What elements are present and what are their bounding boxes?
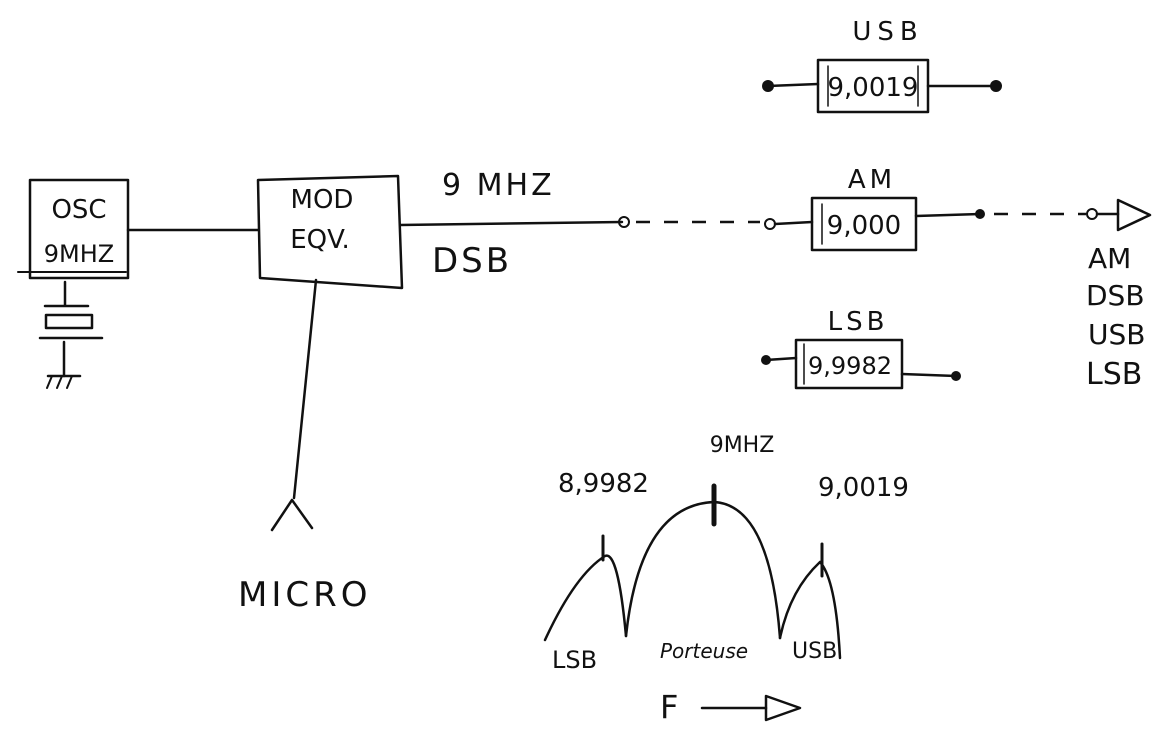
usb-filter-value: 9,0019 — [828, 73, 919, 103]
am-filter-value: 9,000 — [827, 211, 901, 241]
lsb-lobe — [543, 554, 628, 642]
frequency-arrow-icon — [764, 694, 802, 722]
am-filter: AM 9,000 — [764, 165, 1152, 252]
mod-output-mode: DSB — [432, 241, 512, 281]
output-mode-am: AM — [1088, 242, 1131, 275]
modulator-box — [256, 174, 404, 290]
lsb-filter-output-node — [951, 371, 961, 381]
lsb-filter: LSB 9,9982 — [761, 307, 961, 390]
mod-output-frequency: 9 MHZ — [442, 168, 555, 203]
lsb-filter-value: 9,9982 — [808, 352, 892, 380]
output-mode-dsb: DSB — [1086, 279, 1145, 312]
mod-output-node — [618, 216, 630, 228]
microphone-icon — [270, 498, 314, 532]
spectrum-lsb-label: LSB — [552, 646, 597, 674]
mod-output-wire — [398, 220, 624, 227]
oscillator-block: OSC 9MHZ — [28, 178, 130, 280]
modulator-sublabel: EQV. — [290, 225, 350, 255]
micro-wire — [292, 278, 318, 500]
oscillator-label: OSC — [51, 195, 106, 225]
crystal-icon — [17, 271, 127, 378]
spectrum-right-frequency: 9,0019 — [818, 473, 909, 503]
spectrum-carrier-label: Porteuse — [660, 639, 748, 663]
spectrum-left-frequency: 8,9982 — [558, 469, 649, 499]
frequency-axis-label: F — [660, 688, 678, 726]
carrier-lobe — [624, 500, 782, 640]
output-mode-lsb: LSB — [1086, 357, 1142, 392]
ground-icon — [46, 374, 82, 389]
lsb-filter-box — [794, 338, 904, 390]
modulator-label: MOD — [291, 185, 354, 215]
usb-filter-title: USB — [852, 17, 923, 47]
am-filter-input-node — [764, 218, 776, 230]
usb-filter-output-node — [990, 80, 1002, 92]
output-modes-list: AM DSB USB LSB — [1086, 242, 1145, 392]
micro-label: MICRO — [238, 575, 372, 615]
output-mode-usb: USB — [1088, 318, 1145, 351]
oscillator-frequency: 9MHZ — [44, 240, 114, 268]
lsb-filter-title: LSB — [828, 307, 889, 337]
output-arrow-icon — [1116, 198, 1152, 232]
am-filter-box — [810, 196, 918, 252]
spectrum-center-label: 9MHZ — [710, 433, 775, 458]
modulator-block: MOD EQV. — [256, 174, 404, 290]
spectrum-usb-label: USB — [792, 639, 837, 664]
spectrum-sketch: 9MHZ 8,9982 9,0019 LSB Porteuse USB F — [543, 433, 909, 726]
am-filter-title: AM — [848, 165, 896, 195]
am-filter-output-node — [975, 209, 985, 219]
usb-lobe — [778, 560, 842, 660]
usb-filter: USB 9,0019 — [762, 17, 1002, 114]
